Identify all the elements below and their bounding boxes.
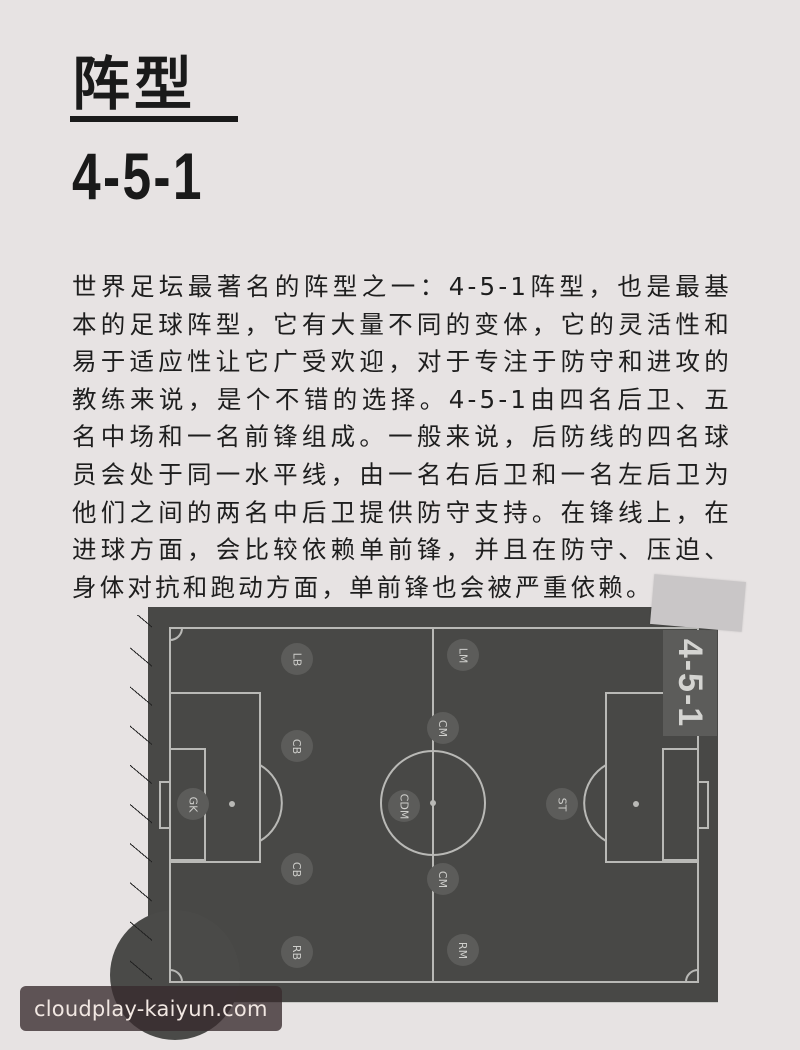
description-paragraph: 世界足坛最著名的阵型之一：4-5-1阵型，也是最基本的足球阵型，它有大量不同的变…: [72, 272, 732, 602]
formation-heading: 4-5-1: [72, 139, 204, 213]
player-rm: RM: [447, 934, 479, 966]
tape-decoration: [649, 574, 747, 632]
page-title: 阵型: [72, 50, 197, 118]
player-cm-left: CM: [427, 712, 459, 744]
hatch-decoration: [130, 615, 152, 980]
player-cdm: CDM: [388, 790, 420, 822]
player-cb-right: CB: [281, 853, 313, 885]
player-cm-right: CM: [427, 863, 459, 895]
description-block: 世界足坛最著名的阵型之一：4-5-1阵型，也是最基本的足球阵型，它有大量不同的变…: [72, 268, 732, 606]
title-underline: [70, 116, 238, 122]
formation-side-label: 4-5-1: [663, 630, 717, 736]
player-lb: LB: [281, 643, 313, 675]
player-rb: RB: [281, 936, 313, 968]
player-lm: LM: [447, 639, 479, 671]
player-gk: GK: [177, 788, 209, 820]
player-cb-left: CB: [281, 730, 313, 762]
watermark: cloudplay-kaiyun.com: [20, 986, 282, 1031]
player-st: ST: [546, 788, 578, 820]
